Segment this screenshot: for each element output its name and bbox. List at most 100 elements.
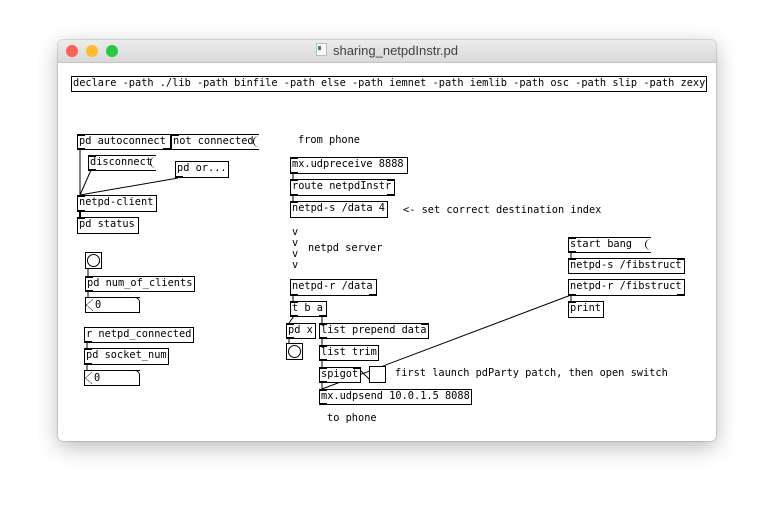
comment-destination-index: <- set correct destination index bbox=[403, 204, 602, 216]
trigger-object[interactable]: t b a bbox=[290, 301, 327, 317]
close-button[interactable] bbox=[66, 45, 78, 57]
outlet bbox=[85, 363, 92, 365]
label: pd x bbox=[288, 324, 313, 336]
outlet bbox=[85, 341, 92, 343]
pd-file-icon bbox=[315, 43, 327, 56]
inlet bbox=[320, 367, 327, 369]
value: 0 bbox=[94, 372, 101, 384]
start-bang-message[interactable]: start bang bbox=[568, 237, 651, 253]
inlet bbox=[78, 217, 85, 219]
zoom-button[interactable] bbox=[106, 45, 118, 57]
title-bar: sharing_netpdInstr.pd bbox=[58, 40, 716, 63]
outlet bbox=[163, 148, 170, 150]
socket-num-number-box[interactable]: 0 bbox=[84, 370, 140, 386]
label: netpd-client bbox=[79, 196, 154, 208]
netpd-s-data-object[interactable]: netpd-s /data 4 bbox=[290, 201, 388, 218]
label: print bbox=[570, 302, 601, 314]
outlet bbox=[89, 169, 96, 171]
inlet bbox=[320, 345, 327, 347]
outlet bbox=[78, 148, 85, 150]
inlet bbox=[569, 237, 576, 239]
list-prepend-object[interactable]: list prepend data bbox=[319, 323, 429, 339]
label: pd num_of_clients bbox=[87, 277, 193, 289]
declare-object[interactable]: declare -path ./lib -path binfile -path … bbox=[71, 76, 707, 92]
route-object[interactable]: route netpdInstr bbox=[290, 179, 395, 196]
outlet bbox=[320, 337, 327, 339]
minimize-button[interactable] bbox=[86, 45, 98, 57]
label: pd status bbox=[79, 218, 135, 230]
label: route netpdInstr bbox=[292, 180, 392, 192]
inlet bbox=[387, 179, 394, 181]
inlet bbox=[291, 157, 298, 159]
outlet bbox=[319, 315, 326, 317]
pd-x-object[interactable]: pd x bbox=[286, 323, 316, 339]
not-connected-message[interactable]: not connected bbox=[171, 134, 259, 150]
value: 0 bbox=[95, 299, 102, 311]
bang-circle-icon bbox=[87, 254, 100, 267]
bang-button[interactable] bbox=[85, 252, 102, 269]
label: disconnect bbox=[90, 156, 152, 168]
comment-to-phone: to phone bbox=[327, 412, 377, 424]
inlet bbox=[569, 258, 576, 260]
pd-socket-num-object[interactable]: pd socket_num bbox=[84, 348, 169, 365]
pd-status-object[interactable]: pd status bbox=[77, 217, 139, 234]
netpd-r-fibstruct-object[interactable]: netpd-r /fibstruct bbox=[568, 279, 685, 296]
comment-switch: first launch pdParty patch, then open sw… bbox=[395, 367, 668, 379]
outlet bbox=[86, 290, 93, 292]
switch-toggle[interactable] bbox=[369, 366, 386, 383]
outlet bbox=[287, 337, 294, 339]
label: r netpd_connected bbox=[86, 328, 192, 340]
inlet bbox=[291, 301, 298, 303]
num-clients-number-box[interactable]: 0 bbox=[85, 297, 140, 313]
udpsend-object[interactable]: mx.udpsend 10.0.1.5 8088 bbox=[319, 389, 472, 405]
label: t b a bbox=[292, 302, 323, 314]
cord bbox=[321, 294, 572, 390]
netpd-r-data-object[interactable]: netpd-r /data bbox=[290, 279, 377, 296]
label: list prepend data bbox=[321, 324, 427, 336]
outlet bbox=[291, 294, 298, 296]
print-object[interactable]: print bbox=[568, 301, 604, 318]
window-title-text: sharing_netpdInstr.pd bbox=[332, 43, 459, 58]
bang-button[interactable] bbox=[286, 343, 303, 360]
label: pd socket_num bbox=[86, 349, 167, 361]
list-trim-object[interactable]: list trim bbox=[319, 345, 379, 361]
inlet bbox=[677, 258, 684, 260]
outlet bbox=[78, 210, 85, 212]
label: not connected bbox=[173, 135, 254, 147]
bang-circle-icon bbox=[288, 345, 301, 358]
pd-num-of-clients-object[interactable]: pd num_of_clients bbox=[85, 276, 195, 292]
cord bbox=[79, 177, 179, 196]
pd-autoconnect-object[interactable]: pd autoconnect bbox=[77, 134, 171, 150]
label: start bang bbox=[570, 238, 632, 250]
outlet bbox=[387, 194, 394, 196]
outlet bbox=[176, 176, 183, 178]
cord bbox=[79, 169, 92, 196]
netpd-client-object[interactable]: netpd-client bbox=[77, 195, 157, 212]
label: netpd-s /data 4 bbox=[292, 202, 385, 214]
udpreceive-object[interactable]: mx.udpreceive 8888 bbox=[290, 157, 408, 174]
inlet bbox=[89, 155, 96, 157]
comment-arrow: v bbox=[292, 259, 299, 271]
spigot-object[interactable]: spigot bbox=[319, 367, 361, 383]
window-title: sharing_netpdInstr.pd bbox=[58, 43, 716, 58]
pd-or-object[interactable]: pd or... bbox=[175, 161, 229, 178]
declare-text: declare -path ./lib -path binfile -path … bbox=[73, 77, 706, 89]
r-netpd-connected-object[interactable]: r netpd_connected bbox=[84, 327, 194, 343]
label: pd autoconnect bbox=[79, 135, 166, 147]
label: spigot bbox=[321, 368, 359, 380]
inlet bbox=[291, 201, 298, 203]
outlet bbox=[291, 194, 298, 196]
netpd-s-fibstruct-object[interactable]: netpd-s /fibstruct bbox=[568, 258, 685, 274]
disconnect-message[interactable]: disconnect bbox=[88, 155, 156, 171]
outlet bbox=[569, 251, 576, 253]
cord bbox=[288, 315, 295, 324]
label: netpd-r /data bbox=[292, 280, 373, 292]
comment-netpd-server: netpd server bbox=[308, 242, 383, 254]
label: netpd-s /fibstruct bbox=[570, 259, 682, 271]
inlet bbox=[320, 323, 327, 325]
inlet bbox=[78, 134, 85, 136]
inlet bbox=[569, 301, 576, 303]
inlet bbox=[287, 323, 294, 325]
inlet bbox=[78, 195, 85, 197]
outlet bbox=[320, 381, 327, 383]
